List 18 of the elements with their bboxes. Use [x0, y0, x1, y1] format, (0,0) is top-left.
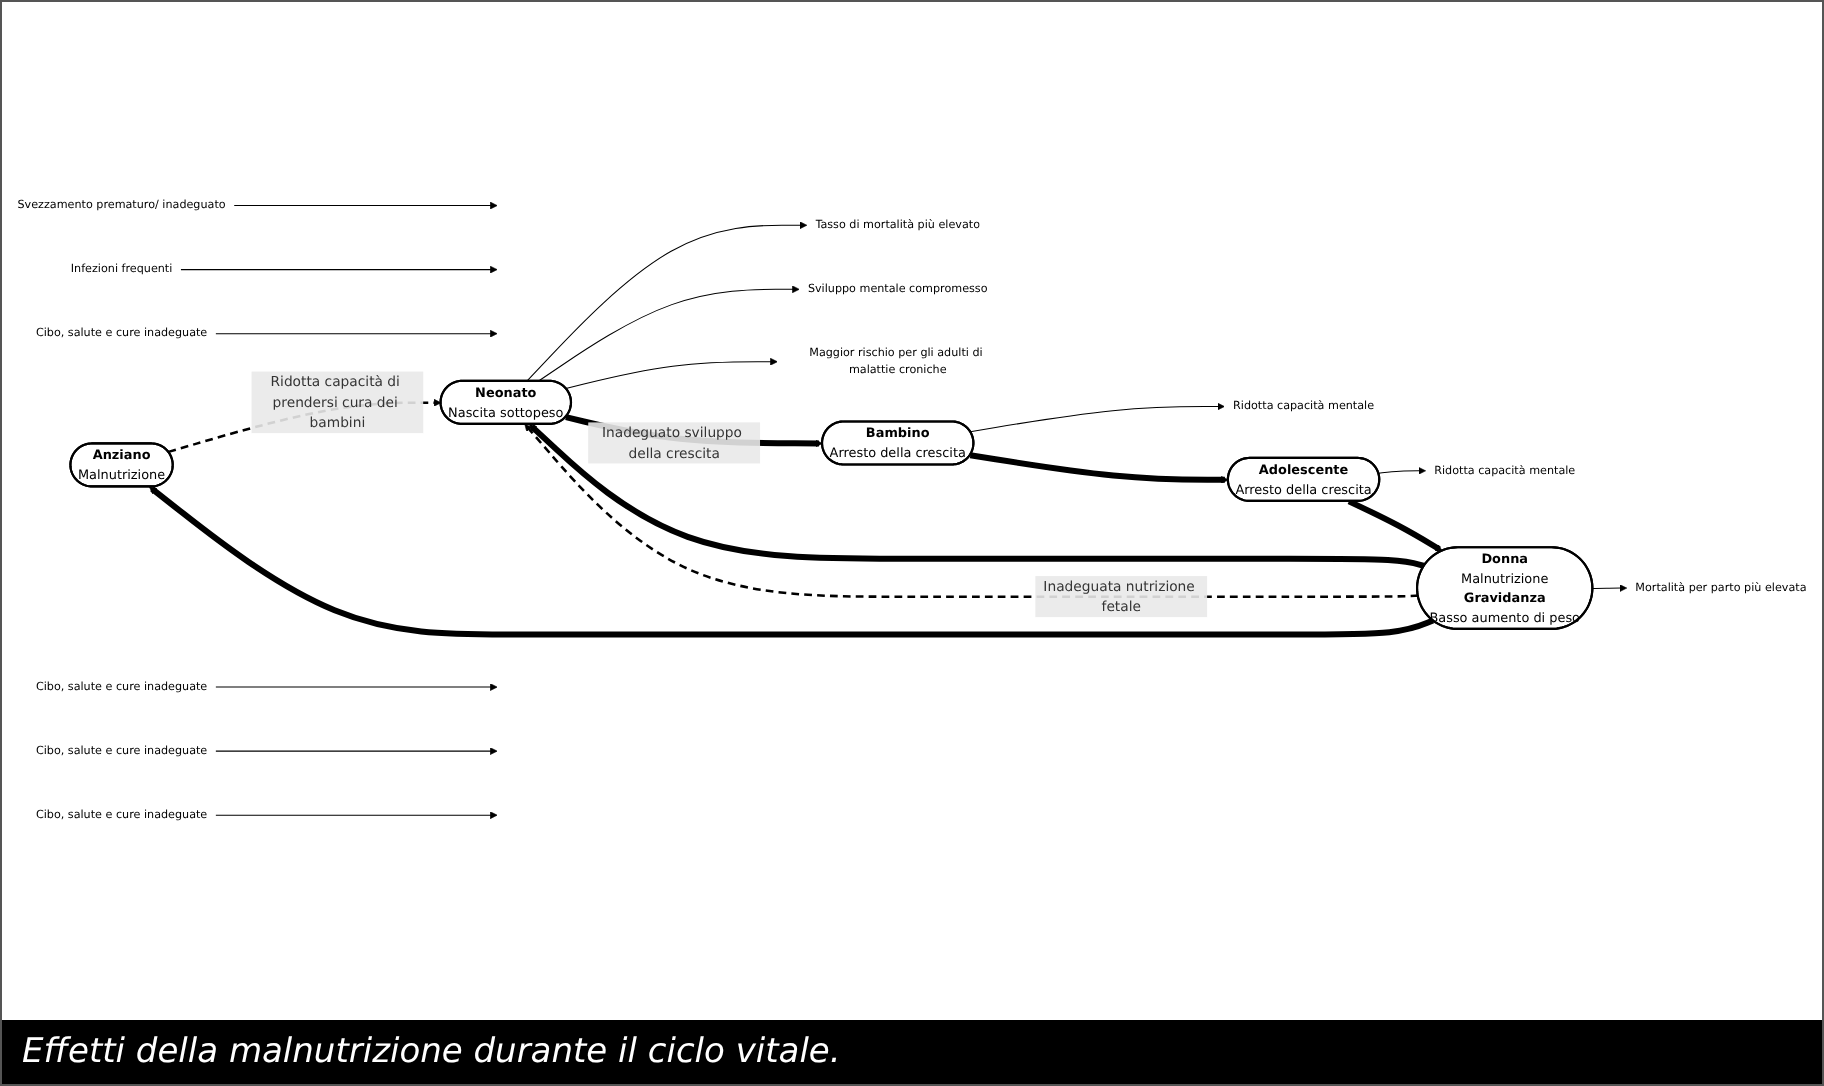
arrow	[1592, 584, 1628, 593]
arrow	[526, 222, 808, 383]
arrow	[969, 403, 1225, 433]
arrow	[180, 266, 498, 275]
arrow	[233, 202, 498, 210]
arrow	[537, 286, 800, 383]
arrow	[215, 812, 498, 820]
arrow	[1347, 499, 1443, 553]
arrow	[215, 330, 498, 339]
arrow	[524, 424, 1419, 599]
arrow	[215, 683, 498, 692]
arrow	[1378, 467, 1426, 476]
arrow	[149, 487, 1435, 639]
arrow	[215, 747, 498, 756]
arrow	[565, 358, 778, 390]
caption: Effetti della malnutrizione durante il ciclo vitale.	[2, 1020, 1822, 1084]
arrow	[969, 452, 1229, 485]
arrow	[529, 424, 1426, 570]
